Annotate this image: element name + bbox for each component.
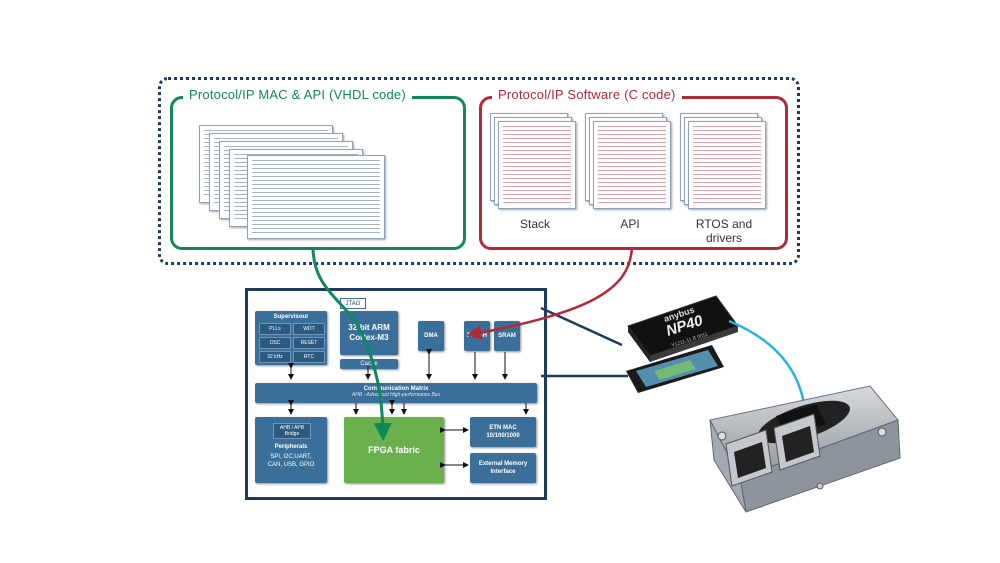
external-memory-block: External Memory Interface [470, 453, 536, 483]
chip-brand: anybus [663, 305, 696, 324]
vhdl-code-group: Protocol/IP MAC & API (VHDL code) [170, 87, 466, 250]
rtos-code-page [688, 121, 766, 209]
chip-to-module-arrow [728, 319, 812, 418]
sram-block: SRAM [494, 321, 520, 351]
rtos-label: RTOS and drivers [695, 217, 753, 245]
stack-label: Stack [519, 217, 550, 231]
chip-model: NP40 [664, 312, 706, 340]
fpga-fabric-block: FPGA fabric [344, 417, 444, 483]
peripherals-block: AHB / APB Bridge Peripherals SPI, I2C,UA… [255, 417, 327, 483]
cache-block: Cache [340, 359, 398, 369]
bus-title: Communication Matrix [363, 386, 429, 392]
wdt-block: WDT [293, 323, 325, 335]
ethernet-mac-block: ETN MAC 10/100/1000 [470, 417, 536, 447]
32khz-block: 32 kHz [259, 351, 291, 363]
soc-block-diagram: JTAG Supervisour PLLs WDT OSC RESET 32 k… [245, 288, 547, 500]
cpu-block: 32-bit ARM Cortex-M3 [340, 311, 398, 355]
jtag-block: JTAG [340, 298, 366, 309]
chip-projection-line-top [540, 306, 623, 347]
pll-block: PLLs [259, 323, 291, 335]
api-label: API [620, 217, 640, 231]
vhdl-group-title: Protocol/IP MAC & API (VHDL code) [183, 87, 412, 102]
c-group-title: Protocol/IP Software (C code) [492, 87, 682, 102]
osc-block: OSC [259, 337, 291, 349]
communication-matrix-bus: Communication Matrix AHB - Advanced High… [255, 383, 537, 403]
chip-code: Y1211-11 B 0011 [671, 331, 709, 348]
supervisor-title: Supervisour [273, 314, 309, 320]
ahb-apb-bridge-block: AHB / APB Bridge [273, 423, 311, 439]
supervisor-block: Supervisour PLLs WDT OSC RESET 32 kHz RT… [255, 311, 327, 365]
np40-chip: anybus NP40 Y1211-11 B 0011 [627, 295, 739, 362]
vhdl-code-page-front [247, 155, 385, 239]
dma-block: DMA [418, 321, 444, 351]
flash-block: FLASH [464, 321, 490, 351]
anybus-module [709, 385, 901, 513]
bus-subtitle: AHB - Advanced High-performance Bus [351, 392, 441, 398]
peripherals-title: Peripherals [274, 444, 308, 450]
api-code-page [593, 121, 671, 209]
stack-code-page [498, 121, 576, 209]
rtc-block: RTC [293, 351, 325, 363]
reset-block: RESET [293, 337, 325, 349]
chip-die [626, 345, 724, 393]
c-code-group: Protocol/IP Software (C code) Stack API … [479, 87, 788, 250]
peripherals-list: SPI, I2C,UART, CAN, USB, GPIO [267, 454, 315, 468]
